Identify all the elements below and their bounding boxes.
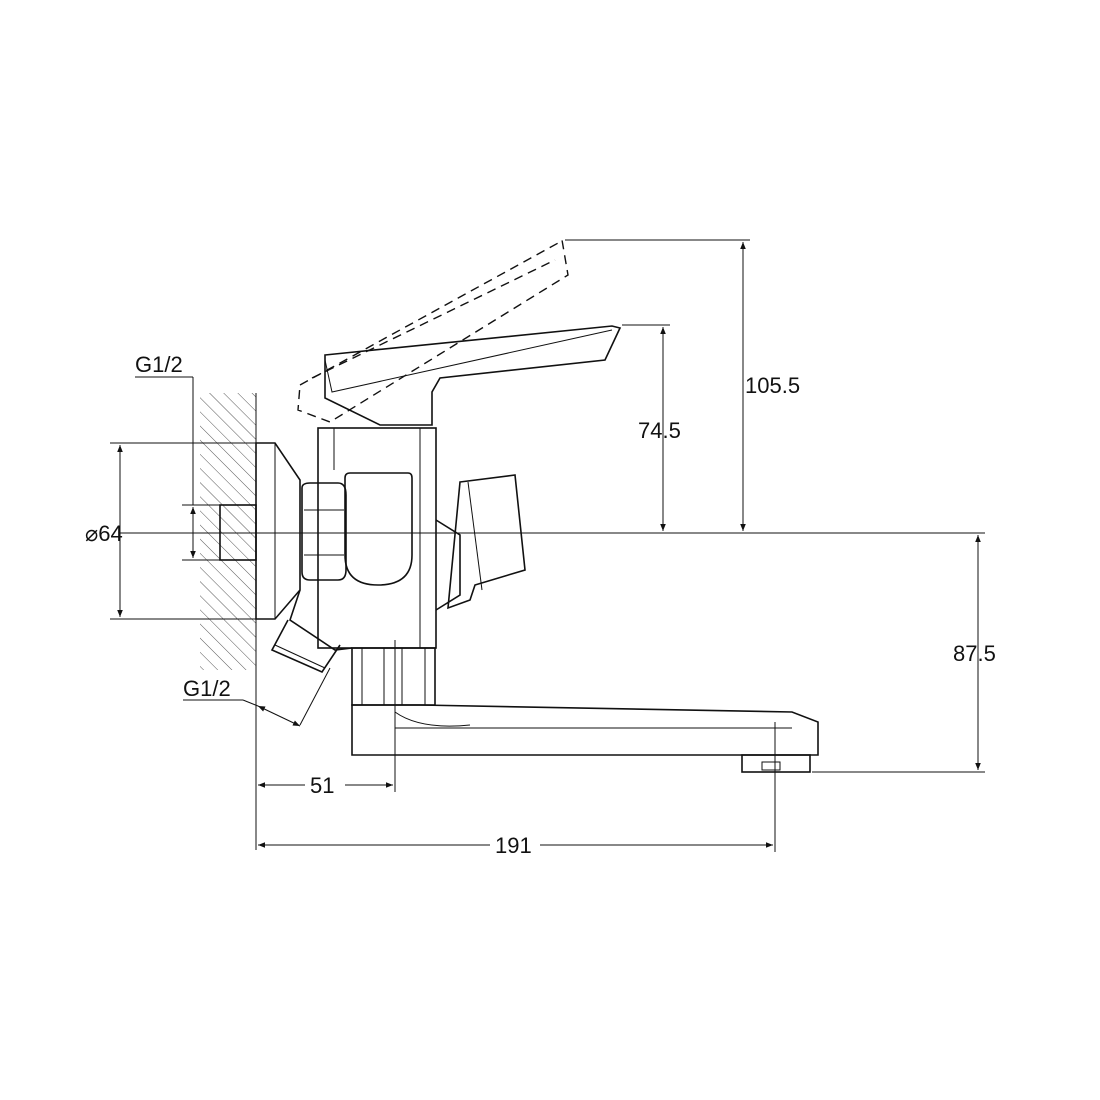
lower-inlet	[270, 619, 341, 674]
aerator	[741, 754, 811, 773]
spout-nut	[351, 647, 436, 706]
dim-flange-diameter: ⌀64	[85, 521, 123, 546]
dimension-lines	[110, 239, 985, 852]
wall-hatch	[200, 393, 257, 850]
lever-raised-outline	[297, 238, 569, 423]
dim-spout-drop: 87.5	[953, 641, 996, 666]
cartridge-cover	[344, 472, 413, 586]
dim-lever-raised-height: 105.5	[745, 373, 800, 398]
spout	[351, 704, 819, 756]
dim-inlet-thread-bottom: G1/2	[183, 676, 231, 701]
diverter-knob	[447, 474, 526, 610]
dim-lever-height: 74.5	[638, 418, 681, 443]
wall-flange	[255, 442, 301, 620]
dim-spout-reach: 191	[495, 833, 532, 858]
dim-wall-to-body: 51	[310, 773, 334, 798]
mixer-body	[317, 427, 437, 649]
faucet-body	[219, 427, 819, 773]
hex-nut	[301, 482, 347, 581]
dim-inlet-thread-top: G1/2	[135, 352, 183, 377]
lever-handle	[297, 238, 622, 426]
